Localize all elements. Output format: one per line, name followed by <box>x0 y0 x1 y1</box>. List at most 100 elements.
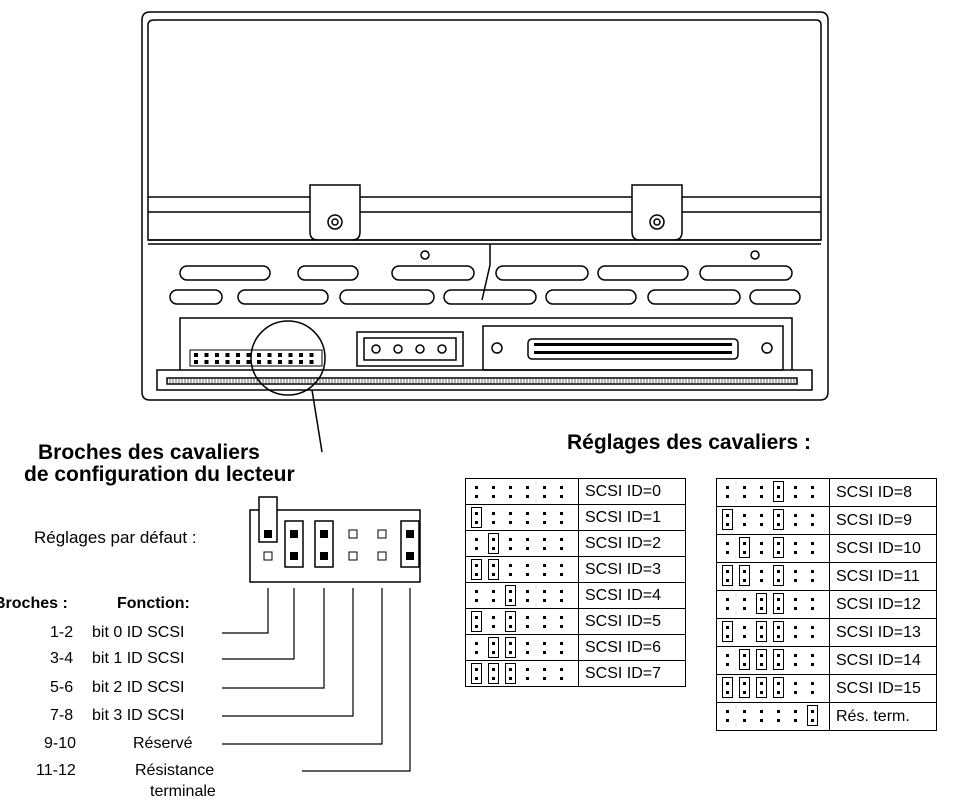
jumper-cap <box>471 611 482 632</box>
function-bit0: bit 0 ID SCSI <box>92 624 185 641</box>
drive-rail <box>148 184 821 198</box>
jumper-id-label: SCSI ID=9 <box>829 506 937 535</box>
settings-title: Réglages des cavaliers : <box>567 431 811 454</box>
pins-title-line1: Broches des cavaliers <box>38 441 260 464</box>
jumper-pins-cell <box>716 702 830 731</box>
jumper-pins-cell <box>716 590 830 619</box>
jumper-pins-cell <box>465 634 579 661</box>
pins-column-header: Broches : <box>0 595 68 612</box>
jumper-pins-cell <box>716 618 830 647</box>
jumper-cap <box>773 537 784 558</box>
jumper-row: SCSI ID=4 <box>465 582 686 609</box>
jumper-cap <box>722 621 733 642</box>
jumper-id-label: SCSI ID=13 <box>829 618 937 647</box>
jumper-cap <box>756 649 767 670</box>
jumper-row: SCSI ID=8 <box>716 478 937 507</box>
jumper-cap <box>505 585 516 606</box>
jumper-row: SCSI ID=3 <box>465 556 686 583</box>
jumper-row: SCSI ID=2 <box>465 530 686 557</box>
jumper-id-label: SCSI ID=1 <box>578 504 686 531</box>
jumper-id-label: SCSI ID=2 <box>578 530 686 557</box>
jumper-cap <box>488 559 499 580</box>
jumper-pins-cell <box>465 530 579 557</box>
jumper-cap <box>722 677 733 698</box>
vent-slots <box>169 265 801 305</box>
jumper-id-label: Rés. term. <box>829 702 937 731</box>
jumper-cap <box>722 509 733 530</box>
jumper-row: SCSI ID=6 <box>465 634 686 661</box>
default-settings-label: Réglages par défaut : <box>34 528 197 547</box>
default-jumper-1 <box>258 496 278 543</box>
function-bit1: bit 1 ID SCSI <box>92 650 185 667</box>
mount-screw-right <box>649 214 665 230</box>
jumper-pins-cell <box>716 506 830 535</box>
function-termination-line2: terminale <box>150 783 216 800</box>
jumper-row: SCSI ID=0 <box>465 478 686 505</box>
scsi-connector-pins <box>534 343 732 354</box>
drive-jumper-header <box>189 349 323 367</box>
jumper-row: SCSI ID=7 <box>465 660 686 687</box>
jumper-id-label: SCSI ID=8 <box>829 478 937 507</box>
jumper-pins-cell <box>465 556 579 583</box>
jumper-id-label: SCSI ID=12 <box>829 590 937 619</box>
jumper-id-label: SCSI ID=3 <box>578 556 686 583</box>
jumper-id-label: SCSI ID=14 <box>829 646 937 675</box>
jumper-pins-cell <box>465 608 579 635</box>
jumper-row: SCSI ID=15 <box>716 674 937 703</box>
jumper-pins-cell <box>716 478 830 507</box>
drive-inner-case <box>147 19 822 241</box>
jumper-cap <box>756 677 767 698</box>
jumper-cap <box>505 611 516 632</box>
jumper-id-label: SCSI ID=11 <box>829 562 937 591</box>
jumper-cap <box>739 677 750 698</box>
jumper-id-label: SCSI ID=6 <box>578 634 686 661</box>
jumper-cap <box>471 663 482 684</box>
jumper-id-label: SCSI ID=0 <box>578 478 686 505</box>
jumper-pins-cell <box>716 562 830 591</box>
default-jumper-6 <box>400 520 420 568</box>
pins-3-4: 3-4 <box>50 650 74 667</box>
jumper-cap <box>773 509 784 530</box>
pins-title-line2: de configuration du lecteur <box>24 463 295 486</box>
jumper-row: SCSI ID=10 <box>716 534 937 563</box>
jumper-id-label: SCSI ID=5 <box>578 608 686 635</box>
pins-7-8: 7-8 <box>50 707 74 724</box>
pins-5-6: 5-6 <box>50 679 74 696</box>
pins-9-10: 9-10 <box>44 735 77 752</box>
jumper-id-label: SCSI ID=15 <box>829 674 937 703</box>
jumper-id-label: SCSI ID=7 <box>578 660 686 687</box>
jumper-row: SCSI ID=11 <box>716 562 937 591</box>
jumper-cap <box>807 705 818 726</box>
jumper-cap <box>471 559 482 580</box>
jumper-id-label: SCSI ID=10 <box>829 534 937 563</box>
jumper-cap <box>773 481 784 502</box>
jumper-row: SCSI ID=13 <box>716 618 937 647</box>
jumper-row: Rés. term. <box>716 702 937 731</box>
function-bit2: bit 2 ID SCSI <box>92 679 185 696</box>
jumper-pins-cell <box>465 582 579 609</box>
jumper-cap <box>773 621 784 642</box>
jumper-cap <box>756 593 767 614</box>
jumper-cap <box>505 637 516 658</box>
pins-11-12: 11-12 <box>36 762 76 779</box>
jumper-pins-cell <box>465 660 579 687</box>
jumper-pins-cell <box>465 504 579 531</box>
jumper-row: SCSI ID=9 <box>716 506 937 535</box>
function-termination-line1: Résistance <box>135 762 215 779</box>
default-jumper-block <box>249 509 421 583</box>
jumper-cap <box>773 565 784 586</box>
jumper-id-label: SCSI ID=4 <box>578 582 686 609</box>
jumper-cap <box>773 649 784 670</box>
jumper-cap <box>773 677 784 698</box>
jumper-cap <box>739 649 750 670</box>
jumper-row: SCSI ID=5 <box>465 608 686 635</box>
jumper-cap <box>739 565 750 586</box>
power-connector <box>356 331 464 367</box>
jumper-cap <box>488 637 499 658</box>
drive-outer-case <box>141 11 829 401</box>
jumper-cap <box>471 507 482 528</box>
jumper-pins-cell <box>716 534 830 563</box>
jumper-pins-cell <box>716 674 830 703</box>
